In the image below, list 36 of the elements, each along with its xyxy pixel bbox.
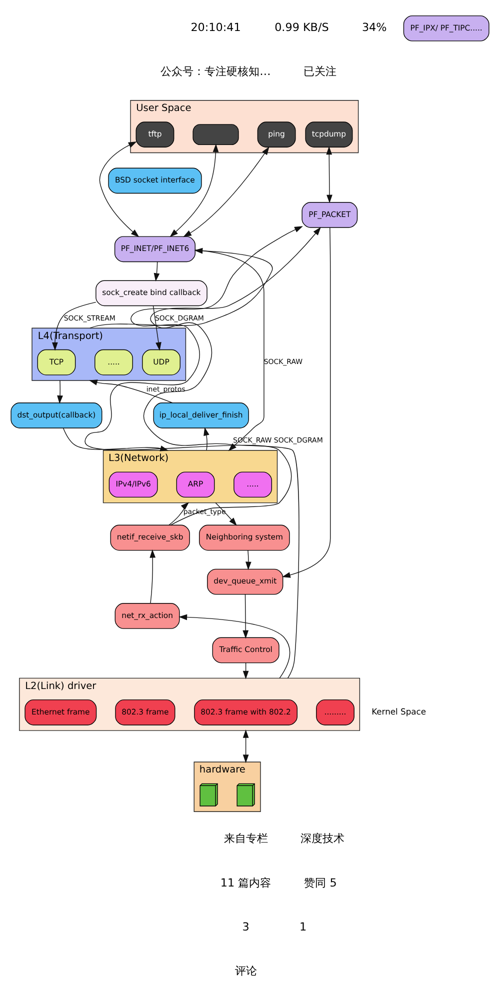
arrow xyxy=(178,614,290,679)
label: 3 xyxy=(242,920,250,934)
arrow xyxy=(170,144,219,238)
arrow xyxy=(204,427,210,451)
arrow xyxy=(150,549,156,604)
arrow xyxy=(84,226,303,526)
label: 来自专栏 xyxy=(224,832,268,846)
arrow xyxy=(326,146,332,204)
arrow xyxy=(154,262,160,282)
arrow xyxy=(57,380,63,404)
arrow xyxy=(88,380,173,404)
cluster: hardware xyxy=(194,762,261,812)
label: 赞同 5 xyxy=(304,876,337,890)
arrow xyxy=(90,248,273,328)
arrow xyxy=(246,550,252,570)
label: 20:10:41 xyxy=(190,21,241,34)
arrow xyxy=(143,226,321,679)
arrow xyxy=(282,227,331,578)
arrow xyxy=(242,730,249,764)
label: 深度技术 xyxy=(300,832,345,846)
arrow xyxy=(99,141,140,238)
label: 评论 xyxy=(234,964,257,978)
label: 1 xyxy=(300,920,307,934)
label: 已关注 xyxy=(303,65,336,78)
arrow xyxy=(168,502,190,526)
node-box xyxy=(192,124,239,146)
arrow xyxy=(152,306,162,351)
arrow xyxy=(194,250,264,452)
label: Kernel Space xyxy=(372,706,426,717)
label: 0.99 KB/S xyxy=(274,21,329,34)
arrow xyxy=(183,146,270,238)
arrow xyxy=(242,594,249,639)
label: 34% xyxy=(362,21,387,34)
arrow xyxy=(215,502,237,526)
label: 公众号：专注硬核知… xyxy=(160,65,271,78)
label: 11 篇内容 xyxy=(220,876,272,890)
